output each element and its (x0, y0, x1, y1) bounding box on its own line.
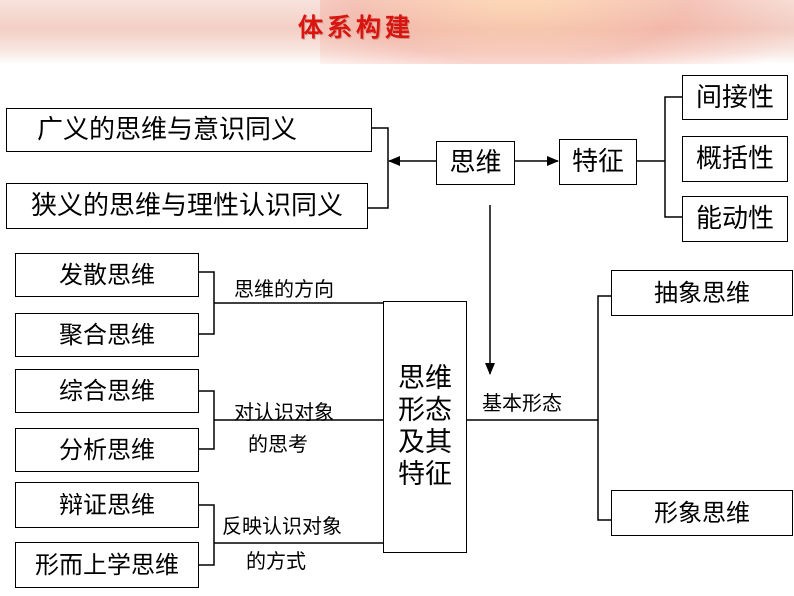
metaphysical-text: 形而上学思维 (35, 551, 179, 579)
divergent-box: 发散思维 (15, 253, 199, 297)
header-banner: 体系构建 (0, 0, 794, 64)
narrow-definition-text: 狭义的思维与理性认识同义 (30, 191, 343, 221)
page-title: 体系构建 (298, 13, 415, 42)
active-text: 能动性 (695, 204, 774, 234)
reflect-label-line1: 反映认识对象 (222, 514, 342, 538)
divergent-text: 发散思维 (59, 261, 155, 289)
forms-line-3: 及其 (398, 427, 452, 458)
general-text: 概括性 (695, 144, 774, 174)
synthetic-box: 综合思维 (15, 369, 199, 413)
thinking-box: 思维 (436, 141, 515, 185)
synthetic-text: 综合思维 (59, 377, 155, 405)
object-label-line2: 的思考 (248, 432, 308, 456)
general-box: 概括性 (682, 136, 788, 182)
direction-label: 思维的方向 (234, 277, 334, 301)
object-label-line1: 对认识对象 (234, 400, 334, 424)
active-box: 能动性 (682, 196, 788, 242)
features-text: 特征 (571, 147, 624, 177)
broad-definition-text: 广义的思维与意识同义 (37, 115, 298, 145)
narrow-definition-box: 狭义的思维与理性认识同义 (6, 183, 368, 229)
forms-line-2: 形态 (398, 395, 452, 426)
imagery-thinking-text: 形象思维 (654, 499, 750, 527)
forms-line-1: 思维 (398, 363, 452, 394)
features-box: 特征 (559, 139, 637, 185)
indirect-box: 间接性 (682, 75, 788, 120)
dialectical-text: 辩证思维 (59, 491, 155, 519)
analytic-text: 分析思维 (59, 436, 155, 464)
indirect-text: 间接性 (695, 82, 774, 113)
thinking-text: 思维 (449, 148, 502, 178)
forms-features-box: 思维 形态 及其 特征 (383, 301, 467, 553)
imagery-thinking-box: 形象思维 (611, 490, 793, 536)
dialectical-box: 辩证思维 (15, 482, 199, 528)
convergent-box: 聚合思维 (15, 313, 199, 357)
banner-glow (320, 0, 794, 64)
analytic-box: 分析思维 (15, 428, 199, 472)
basic-forms-label: 基本形态 (482, 391, 562, 415)
abstract-thinking-text: 抽象思维 (654, 279, 750, 307)
convergent-text: 聚合思维 (59, 321, 155, 349)
abstract-thinking-box: 抽象思维 (611, 270, 793, 316)
metaphysical-box: 形而上学思维 (15, 542, 199, 588)
broad-definition-box: 广义的思维与意识同义 (6, 108, 372, 152)
reflect-label-line2: 的方式 (246, 549, 306, 573)
forms-line-4: 特征 (398, 459, 452, 490)
